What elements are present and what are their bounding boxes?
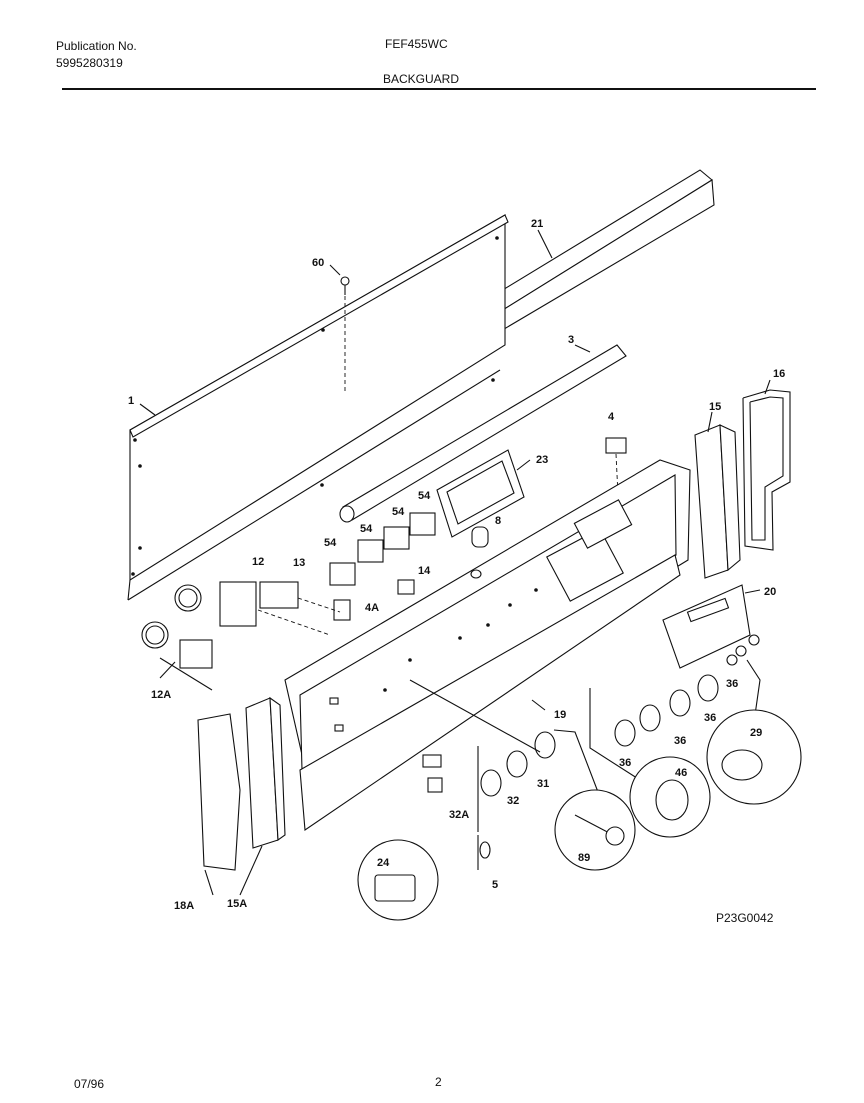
callout-13: 13: [293, 557, 305, 569]
callout-24: 24: [377, 857, 390, 869]
callout-36-c: 36: [674, 735, 686, 747]
part-20-timer: [662, 584, 760, 669]
callout-32: 32: [507, 795, 519, 807]
callout-23: 23: [536, 454, 548, 466]
callout-21: 21: [531, 218, 543, 230]
leader-29: [746, 659, 761, 716]
publication-label: Publication No.: [56, 39, 137, 53]
callout-20: 20: [764, 586, 776, 598]
part-12A-thermostat: [141, 621, 213, 691]
callout-36-a: 36: [726, 678, 738, 690]
detail-89: [554, 789, 636, 871]
page-number: 2: [435, 1075, 442, 1089]
callout-4A: 4A: [365, 602, 379, 614]
callout-15: 15: [709, 401, 721, 413]
leader-89: [553, 729, 599, 793]
callout-29: 29: [750, 727, 762, 739]
part-13-element: [259, 581, 341, 613]
callout-14: 14: [418, 565, 431, 577]
part-54-switches: [329, 512, 436, 586]
part-4-clip: [605, 437, 627, 496]
part-1-rear-panel: [127, 214, 509, 601]
callout-1: 1: [128, 395, 134, 407]
part-4A-clip: [333, 599, 351, 621]
control-panel: [284, 459, 691, 831]
switch-small: [427, 777, 443, 793]
part-16-gasket: [742, 389, 791, 551]
callout-16: 16: [773, 368, 785, 380]
callout-4: 4: [608, 411, 615, 423]
callout-19: 19: [554, 709, 566, 721]
callout-leaders: [139, 229, 771, 896]
detail-29: [706, 709, 802, 805]
callout-89: 89: [578, 852, 590, 864]
leader-46: [589, 688, 641, 781]
detail-24: [357, 839, 439, 921]
callout-31: 31: [537, 778, 549, 790]
callout-12: 12: [252, 556, 264, 568]
header-rule: [62, 88, 816, 90]
figure-code: P23G0042: [716, 911, 774, 925]
callout-54-d: 54: [324, 537, 337, 549]
callout-8: 8: [495, 515, 501, 527]
callout-54-c: 54: [360, 523, 373, 535]
model-number: FEF455WC: [385, 37, 448, 51]
publication-number: 5995280319: [56, 56, 123, 70]
callout-60: 60: [312, 257, 324, 269]
part-12-thermostat: [174, 581, 331, 636]
callout-46: 46: [675, 767, 687, 779]
part-15A-bracket: [245, 696, 286, 849]
callout-15A: 15A: [227, 898, 247, 910]
part-5-spring: [477, 835, 491, 870]
part-15-bracket: [694, 424, 741, 579]
callout-12A: 12A: [151, 689, 171, 701]
callout-3: 3: [568, 334, 574, 346]
callout-5: 5: [492, 879, 498, 891]
part-18A-end: [197, 713, 241, 871]
part-23-window: [436, 449, 525, 538]
part-3-tube: [339, 344, 627, 523]
callout-54-b: 54: [392, 506, 405, 518]
part-8-indicator: [470, 526, 489, 579]
callout-54-a: 54: [418, 490, 431, 502]
part-19-rod: [409, 679, 541, 753]
detail-46: [629, 756, 711, 838]
callout-36-d: 36: [619, 757, 631, 769]
callout-32A: 32A: [449, 809, 469, 821]
callout-36-b: 36: [704, 712, 716, 724]
footer-date: 07/96: [74, 1077, 105, 1091]
connector: [422, 754, 442, 768]
part-60-screw: [340, 276, 350, 392]
part-14-block: [397, 579, 415, 595]
callout-18A: 18A: [174, 900, 194, 912]
section-title: BACKGUARD: [383, 72, 460, 86]
